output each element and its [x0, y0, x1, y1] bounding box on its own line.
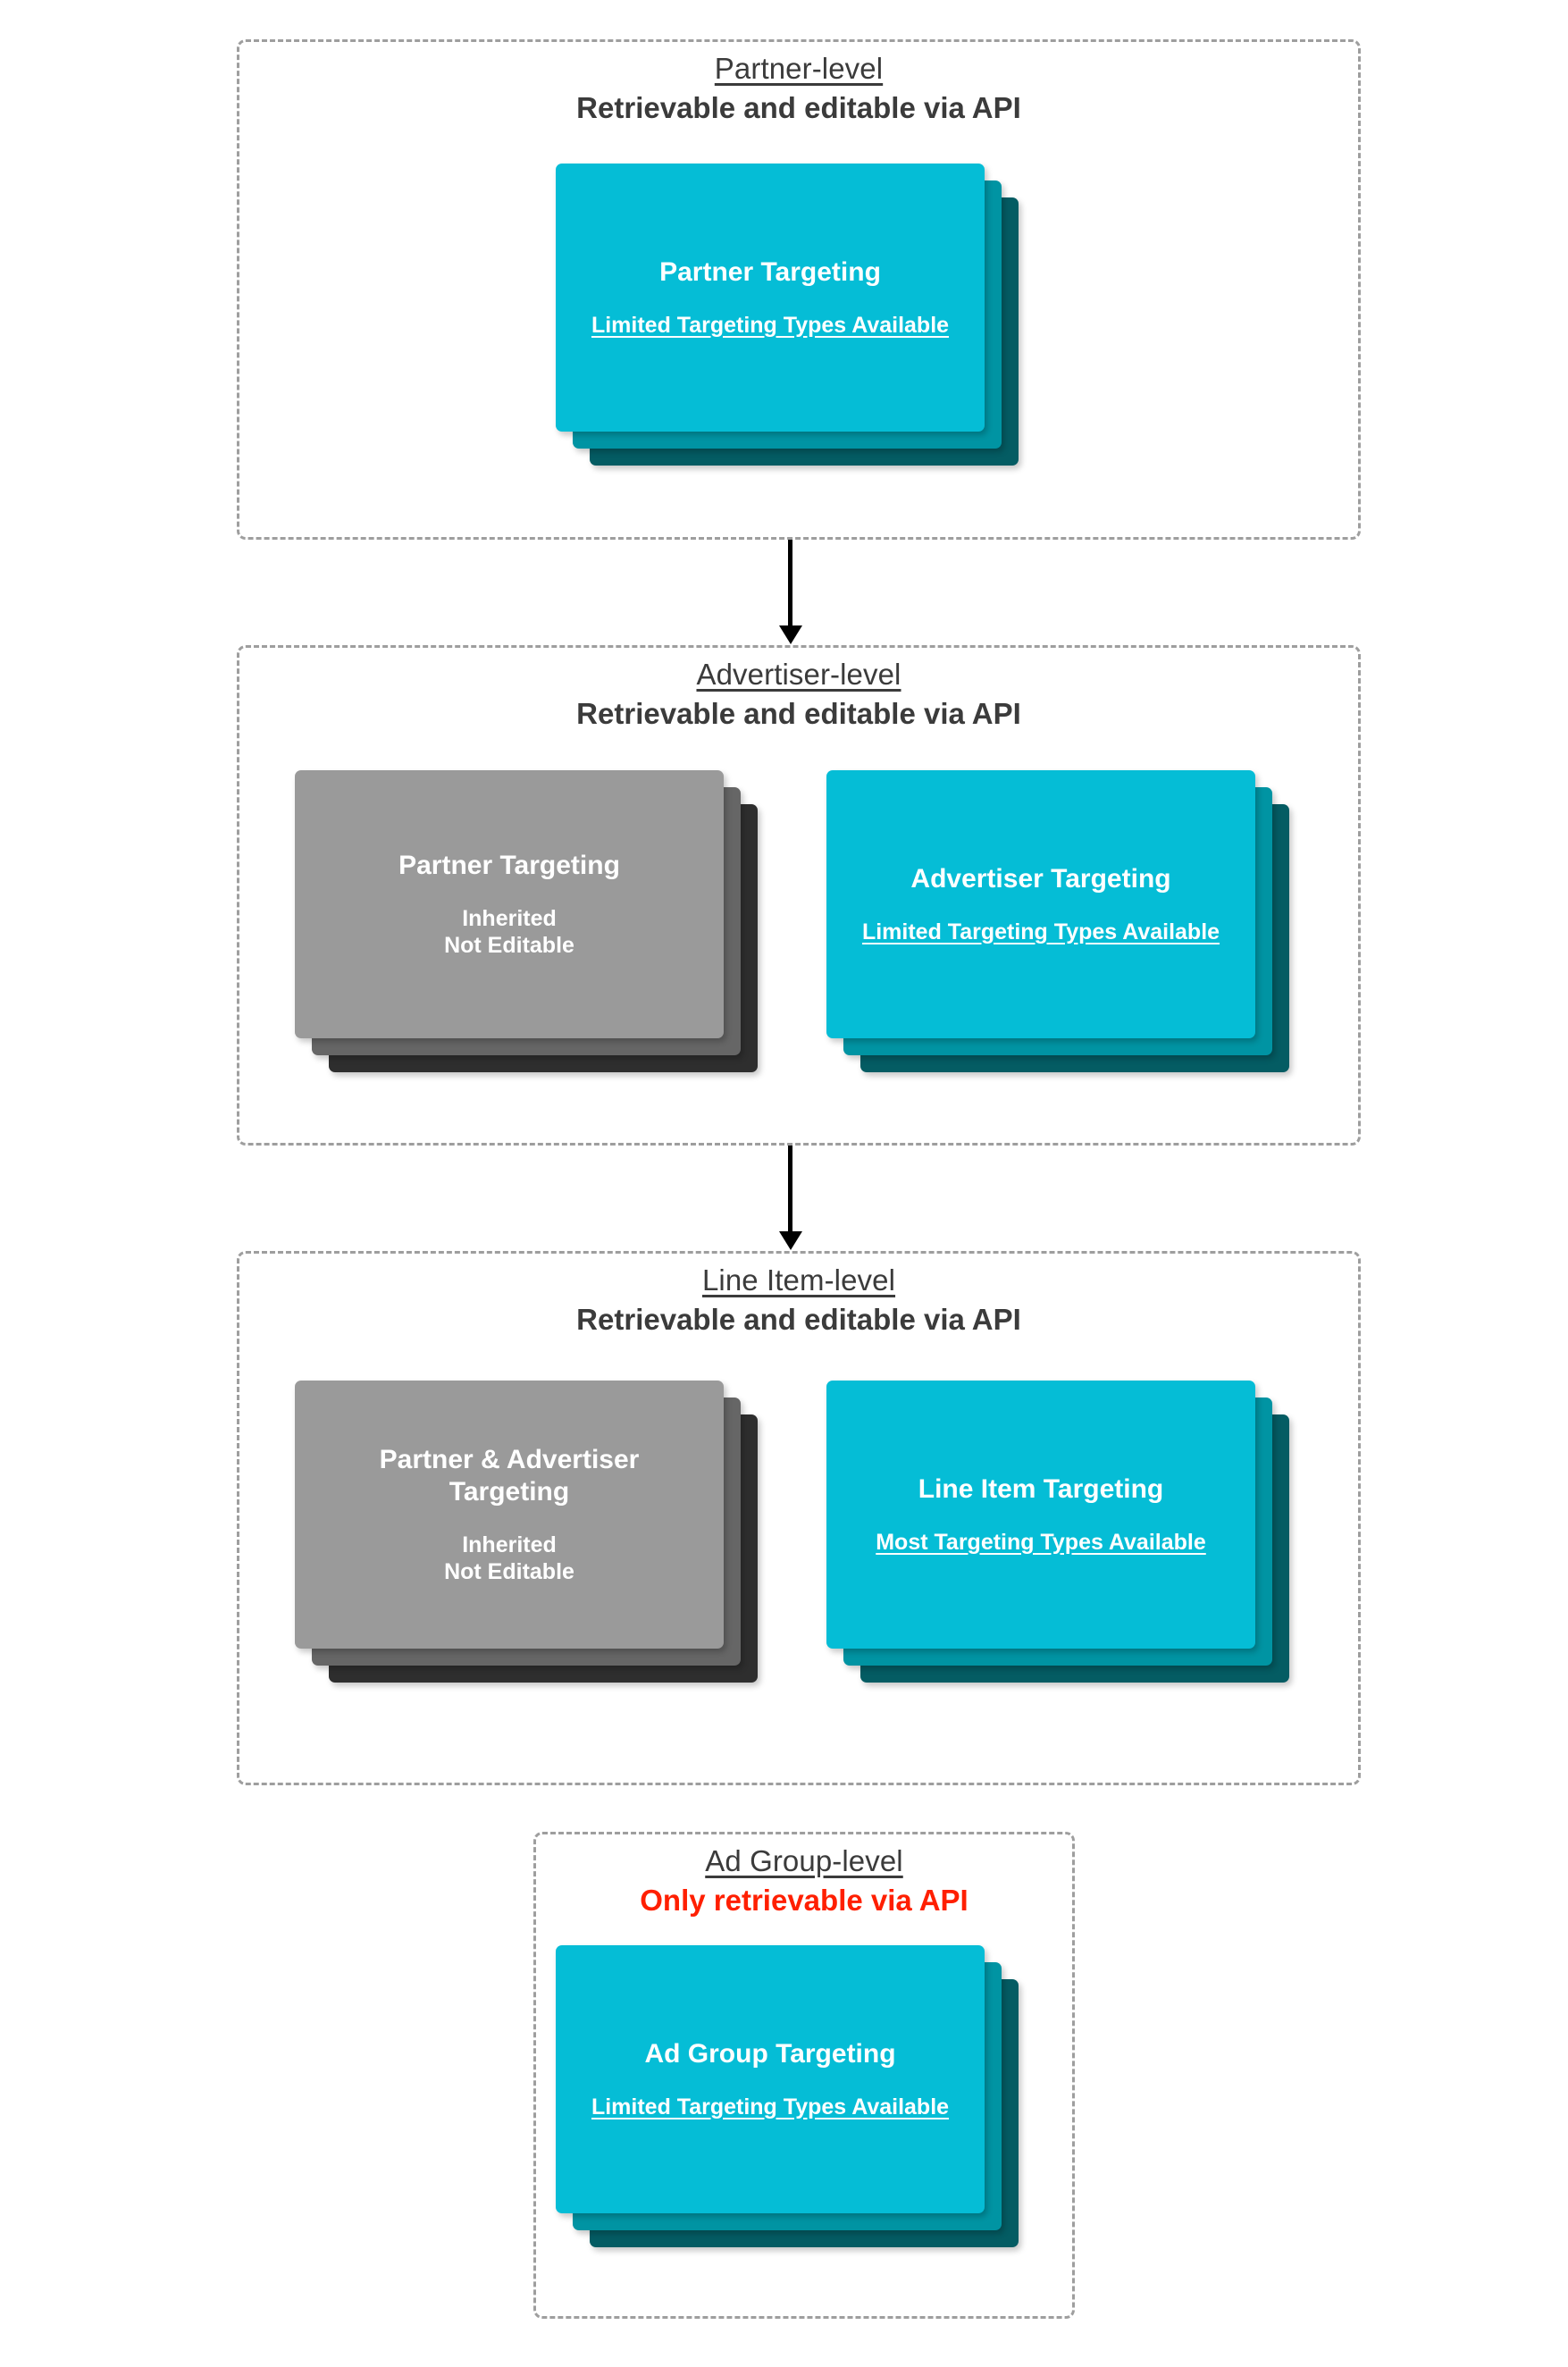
card-title: Partner Targeting [398, 850, 620, 880]
card-layer-front[interactable]: Ad Group Targeting Limited Targeting Typ… [556, 1945, 985, 2213]
card-subtitle: Limited Targeting Types Available [861, 919, 1220, 944]
card-title: Advertiser Targeting [910, 863, 1171, 894]
level-box-line-item [237, 1251, 1361, 1785]
connector-shaft [788, 1146, 792, 1231]
connector-arrowhead [779, 625, 802, 644]
card-subtitle: Limited Targeting Types Available [591, 2094, 950, 2119]
card-stack-advertiser-targeting[interactable]: Advertiser Targeting Limited Targeting T… [826, 770, 1289, 1072]
level-box-ad-group [533, 1832, 1075, 2319]
connector-partner-to-advertiser [773, 540, 809, 644]
card-title: Partner Targeting [659, 256, 881, 287]
card-title: Line Item Targeting [918, 1473, 1164, 1504]
level-box-advertiser [237, 645, 1361, 1146]
connector-advertiser-to-line-item [773, 1146, 809, 1250]
card-title: Ad Group Targeting [644, 2038, 896, 2069]
connector-arrowhead [779, 1231, 802, 1250]
card-layer-front[interactable]: Line Item Targeting Most Targeting Types… [826, 1381, 1255, 1649]
card-stack-ad-group-targeting[interactable]: Ad Group Targeting Limited Targeting Typ… [556, 1945, 1019, 2247]
card-title: Partner & Advertiser Targeting [379, 1444, 640, 1507]
level-box-partner [237, 39, 1361, 540]
card-layer-front[interactable]: Partner & Advertiser Targeting Inherited… [295, 1381, 724, 1649]
card-layer-front[interactable]: Partner Targeting Limited Targeting Type… [556, 164, 985, 432]
card-stack-line-item-inherited[interactable]: Partner & Advertiser Targeting Inherited… [295, 1381, 758, 1683]
card-stack-line-item-targeting[interactable]: Line Item Targeting Most Targeting Types… [826, 1381, 1289, 1683]
connector-shaft [788, 540, 792, 625]
card-stack-partner-targeting[interactable]: Partner Targeting Limited Targeting Type… [556, 164, 1019, 466]
card-subtitle: Most Targeting Types Available [876, 1529, 1206, 1555]
card-layer-front[interactable]: Advertiser Targeting Limited Targeting T… [826, 770, 1255, 1038]
card-subtitle: Limited Targeting Types Available [591, 312, 950, 338]
